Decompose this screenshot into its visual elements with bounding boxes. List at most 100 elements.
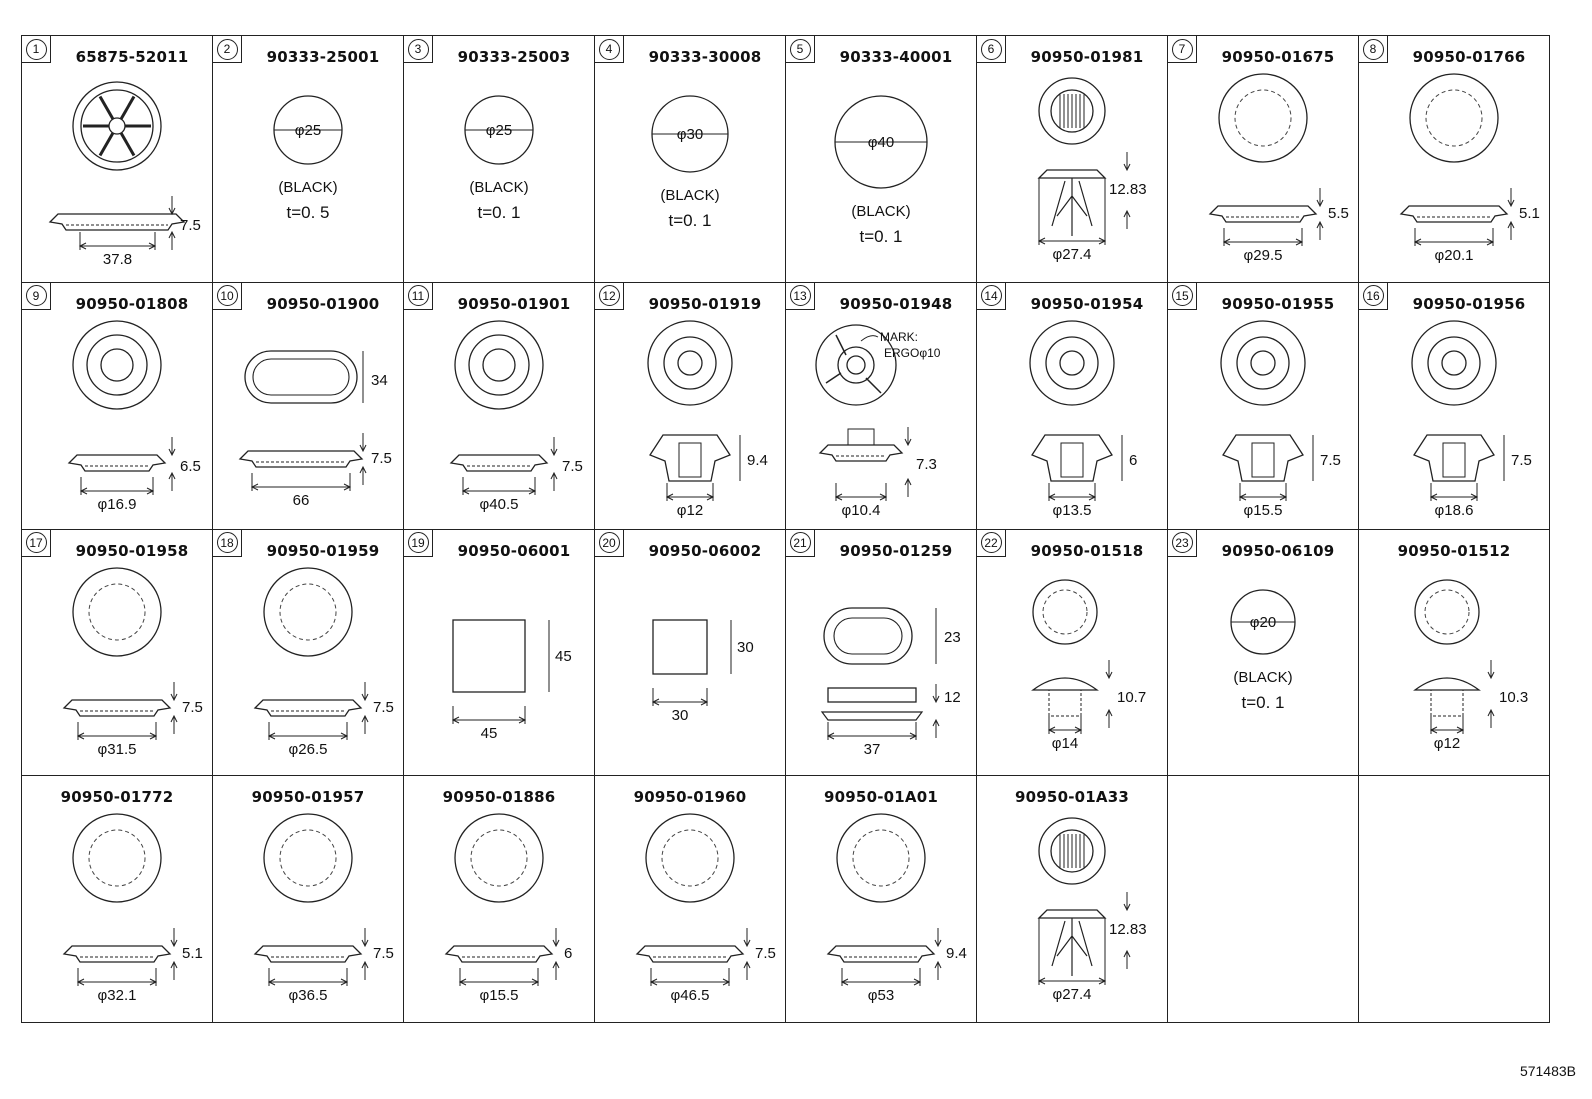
item-number: 13: [789, 285, 811, 307]
plug-hidden: [852, 829, 910, 887]
side-view: [67, 454, 167, 472]
arrow-head: [706, 493, 715, 501]
height-label: 7.5: [182, 699, 203, 716]
width-label: 37.8: [103, 251, 132, 268]
part-number: 90950-06002: [648, 541, 762, 560]
color-note: (BLACK): [851, 203, 910, 220]
arrow-head: [528, 487, 537, 495]
arrow-head: [1316, 199, 1324, 208]
thickness-note: t=0. 5: [286, 203, 329, 222]
arrow-head: [76, 978, 85, 986]
item-number-box: 7: [1168, 36, 1197, 63]
item-number: 3: [407, 38, 429, 60]
side-view: [826, 945, 936, 963]
height-label: 6: [564, 945, 572, 962]
width-label: 66: [293, 492, 310, 509]
part-drawing: 7.537.8: [48, 81, 201, 268]
arrow-head: [170, 693, 178, 701]
tall-outer: [1029, 320, 1115, 406]
arrow-head: [913, 978, 922, 986]
arrow-head: [1047, 493, 1056, 501]
width-label: φ15.5: [480, 987, 519, 1004]
mark-mid: [837, 346, 875, 384]
plug-hidden: [470, 829, 528, 887]
tall-side: [1222, 434, 1304, 482]
plug-outer: [1409, 73, 1499, 163]
arrow-head: [1507, 199, 1515, 208]
height-label: 34: [371, 372, 388, 389]
clip-inner: [1050, 829, 1094, 873]
part-drawing: φ40(BLACK)t=0. 1: [834, 95, 928, 246]
thickness-note: t=0. 1: [1241, 693, 1284, 712]
arrow-head: [1098, 237, 1107, 245]
diameter-label: φ25: [295, 122, 321, 139]
drawing-group: 7.537.8: [48, 81, 201, 268]
grommet-mid: [86, 334, 148, 396]
part-number: 90950-01955: [1221, 294, 1335, 313]
color-note: (BLACK): [660, 187, 719, 204]
grommet-inner: [482, 348, 516, 382]
arrow-head: [1123, 904, 1131, 912]
item-number: 15: [1171, 285, 1193, 307]
side-view: [818, 444, 904, 462]
part-drawing: 6 φ15.5: [444, 813, 572, 1004]
drawing-group: 6 φ15.5: [444, 813, 572, 1004]
side-view: [253, 698, 363, 717]
oval-inner: [833, 616, 903, 655]
height-label: 45: [555, 648, 572, 665]
tall-outer: [647, 320, 733, 406]
arrow-head: [168, 230, 176, 239]
clip-legs: [1051, 918, 1093, 977]
oval-inner: [252, 358, 350, 396]
leader-line: [860, 334, 879, 342]
height-label: 5.1: [1519, 205, 1540, 222]
width-label: φ27.4: [1053, 986, 1092, 1003]
arrow-head: [170, 940, 178, 948]
vent-outer: [72, 81, 162, 171]
drawing-group: φ30(BLACK)t=0. 1: [651, 95, 729, 230]
tall-inner: [1441, 350, 1467, 376]
width-label: φ10.4: [842, 502, 881, 519]
part-number: 90950-06109: [1221, 541, 1335, 560]
arrow-head: [1238, 493, 1247, 501]
arrow-head: [722, 978, 731, 986]
item-number: 19: [407, 532, 429, 553]
arrow-head: [267, 732, 276, 739]
color-note: (BLACK): [278, 179, 337, 196]
arrow-head: [148, 242, 157, 250]
diameter-label: φ20: [1250, 614, 1276, 631]
side-view: [635, 945, 745, 963]
width-label: 37: [864, 741, 881, 758]
plug-outer: [72, 813, 162, 903]
plug-outer: [836, 813, 926, 903]
height-label: 6.5: [180, 458, 201, 475]
item-number: 17: [25, 532, 47, 553]
item-number-box: 22: [977, 529, 1006, 557]
oval2-side: [827, 686, 917, 703]
part-number: 90950-01512: [1397, 541, 1511, 560]
thickness-note: t=0. 1: [668, 211, 711, 230]
cap-outer: [1032, 578, 1098, 645]
height-label: 12.83: [1109, 181, 1147, 198]
part-number: 90950-01959: [266, 541, 380, 560]
cap-stem: [1048, 689, 1082, 716]
part-number: 90950-01259: [839, 541, 953, 560]
grommet-outer: [454, 320, 544, 410]
plug-hidden: [661, 829, 719, 887]
plug-outer: [454, 813, 544, 903]
